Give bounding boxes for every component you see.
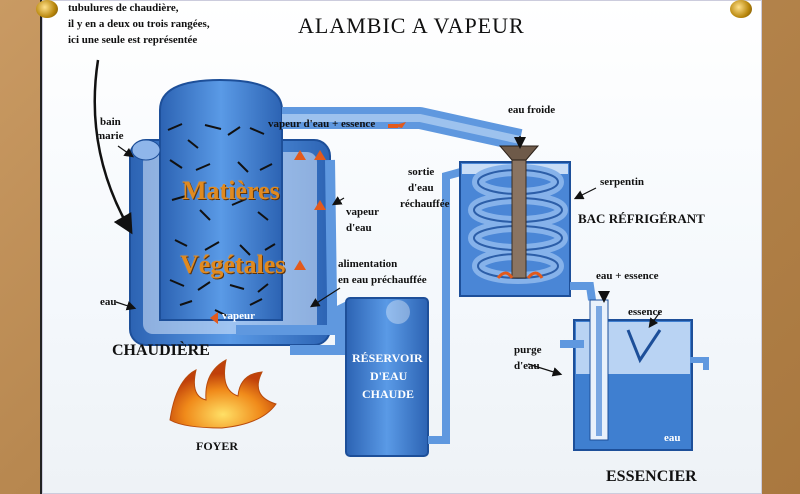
plant-material (167, 123, 276, 317)
label-eau-essencier: eau (664, 432, 681, 444)
pin-left (36, 0, 58, 18)
label-purge-1: purge (514, 344, 542, 356)
essencier (560, 291, 709, 451)
label-bac-refrigerant: BAC RÉFRIGÉRANT (578, 211, 705, 226)
label-vegetales: Végétales (180, 250, 286, 279)
condenser (459, 136, 596, 301)
steam-pipe (282, 107, 523, 151)
label-alimentation-1: alimentation (338, 258, 398, 270)
diagram-title: ALAMBIC A VAPEUR (298, 13, 525, 38)
label-serpentin: serpentin (600, 176, 644, 188)
return-pipe (428, 166, 470, 444)
label-eau-froide: eau froide (508, 104, 556, 116)
annotation-arrows (93, 59, 133, 235)
label-essencier: ESSENCIER (606, 468, 697, 485)
pin-right (730, 0, 752, 18)
label-eau-essence: eau + essence (596, 270, 659, 282)
label-reservoir-1: RÉSERVOIR (352, 351, 423, 365)
reservoir (345, 297, 429, 457)
label-essence: essence (628, 306, 663, 318)
label-reservoir-3: CHAUDE (362, 387, 415, 401)
label-reservoir-2: D'EAU (370, 369, 408, 383)
label-vapeur-bottom: vapeur (222, 310, 255, 322)
flame-icon (169, 359, 277, 429)
label-sortie-2: d'eau (408, 182, 434, 194)
label-marie: marie (96, 130, 124, 142)
label-sortie-3: réchauffée (400, 198, 450, 210)
note-line-1: tubulures de chaudière, (68, 2, 179, 14)
label-matieres: Matières (182, 176, 280, 205)
note-line-3: ici une seule est représentée (68, 34, 198, 46)
label-alimentation-2: en eau préchauffée (338, 274, 427, 286)
boiler (129, 78, 331, 346)
label-chaudiere: CHAUDIÈRE (112, 342, 210, 359)
label-sortie-1: sortie (408, 166, 435, 178)
label-eau-left: eau (100, 296, 117, 308)
note-line-2: il y en a deux ou trois rangées, (68, 18, 210, 30)
label-vapeur-2: d'eau (346, 222, 372, 234)
label-bain: bain (100, 116, 121, 128)
label-purge-2: d'eau (514, 360, 540, 372)
label-vapeur-eau-essence: vapeur d'eau + essence (268, 118, 376, 130)
label-vapeur-1: vapeur (346, 206, 379, 218)
label-foyer: FOYER (196, 439, 238, 453)
flow-arrows (210, 150, 326, 324)
